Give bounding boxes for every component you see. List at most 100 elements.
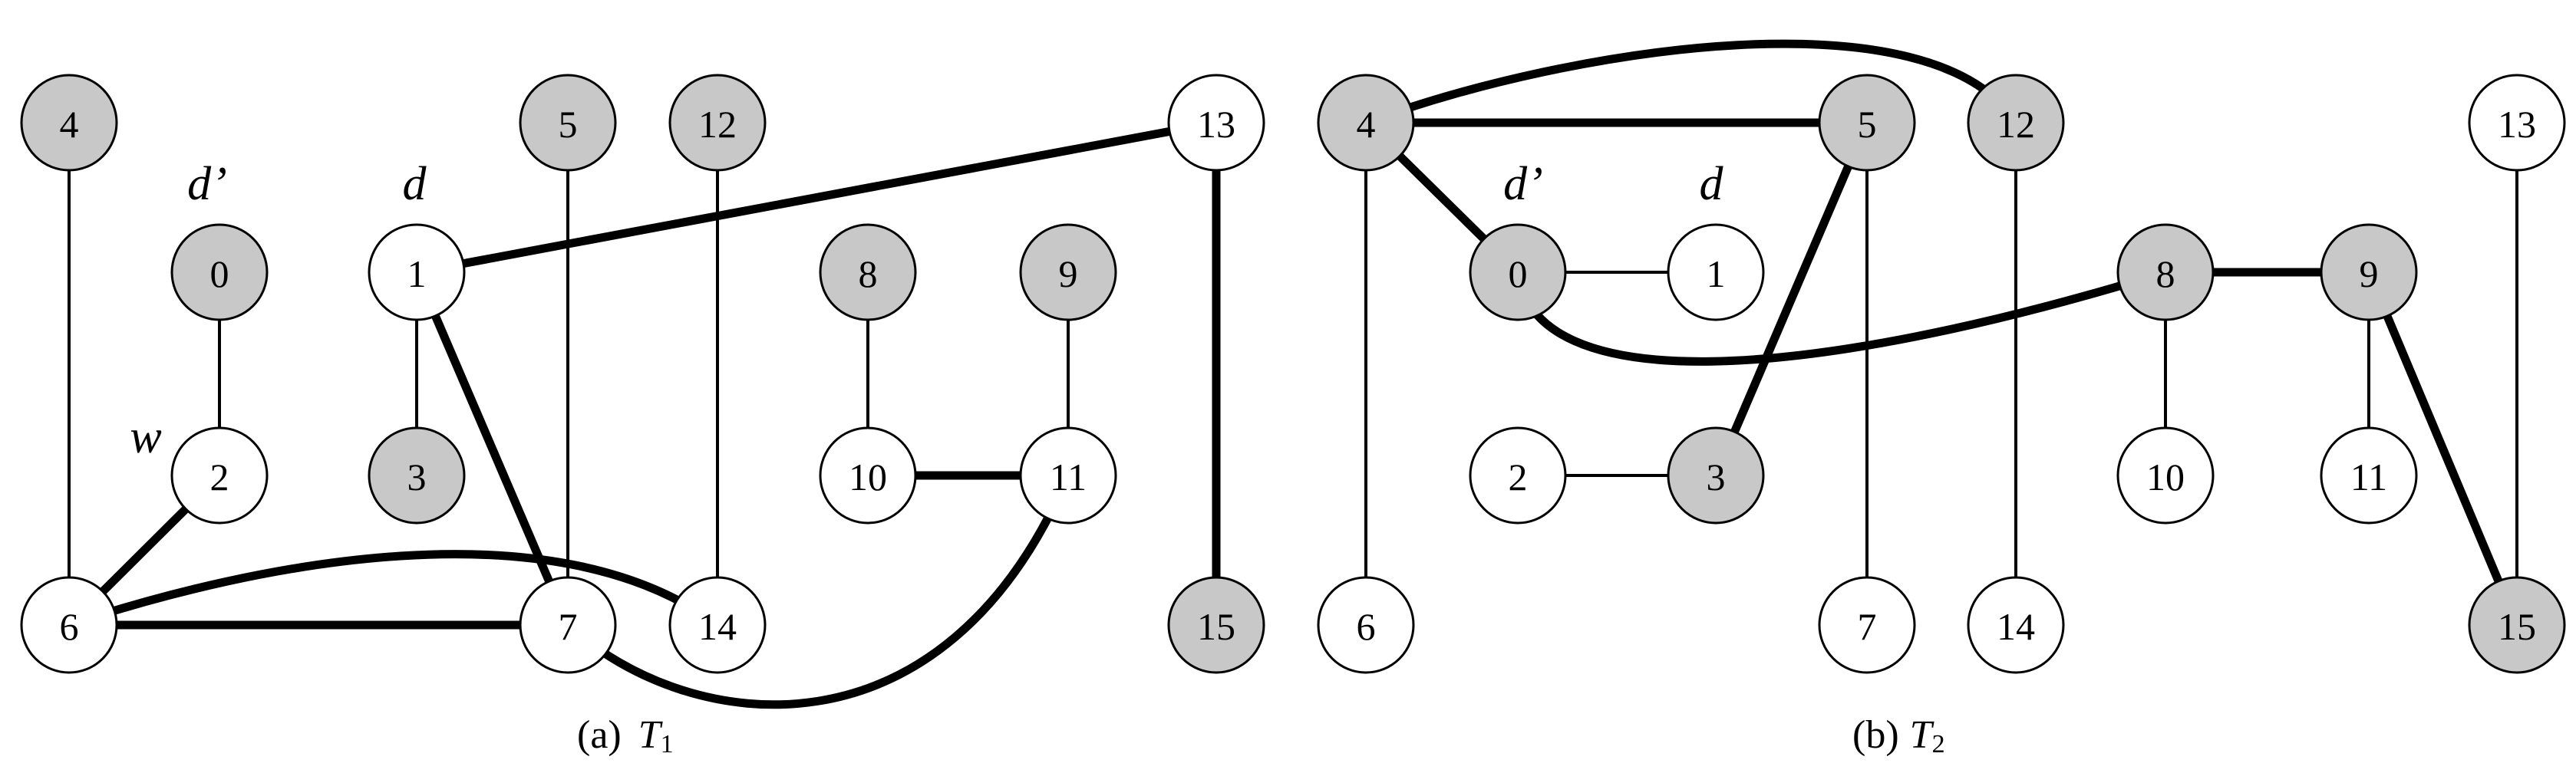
- node-label: 10: [849, 456, 887, 498]
- node-label: 15: [1197, 605, 1235, 648]
- node-label: 11: [2350, 456, 2387, 498]
- node-label: 5: [559, 103, 578, 146]
- node-label: 13: [2498, 103, 2536, 146]
- node-label: 14: [698, 605, 737, 648]
- node-circle: [1967, 74, 2065, 172]
- node-label: 0: [210, 252, 229, 295]
- node-label: 1: [1707, 252, 1726, 295]
- edge-a-6-14: [64, 550, 722, 630]
- node-label: 7: [559, 605, 578, 648]
- node-circle: [1469, 426, 1567, 525]
- vertex-annotation-b-0: d’: [1503, 158, 1543, 210]
- node-b-1: 1: [1667, 223, 1765, 321]
- node-circle: [1317, 576, 1415, 674]
- node-circle: [1818, 74, 1916, 172]
- node-b-4: 4: [1317, 74, 1415, 172]
- node-circle: [2468, 74, 2566, 172]
- node-b-11: 11: [2320, 426, 2418, 525]
- edge-a-1-7: [412, 268, 572, 630]
- node-circle: [1167, 74, 1265, 172]
- node-circle: [819, 426, 917, 525]
- node-label: 4: [60, 103, 79, 146]
- labels-layer: d’dwd’d: [130, 158, 1723, 463]
- node-b-9: 9: [2320, 223, 2418, 321]
- node-circle: [20, 74, 118, 172]
- node-circle: [1019, 426, 1117, 525]
- edge-a-7-11: [563, 471, 1073, 709]
- caption-b-var: T: [1910, 713, 1934, 757]
- node-a-0: 0: [170, 223, 269, 321]
- caption-a: (a) T1: [577, 713, 674, 758]
- node-a-14: 14: [668, 576, 767, 674]
- node-a-5: 5: [519, 74, 617, 172]
- node-label: 0: [1509, 252, 1528, 295]
- caption-b: (b)T2: [1852, 713, 1945, 758]
- edge-b-0-8: [1513, 268, 2170, 366]
- caption-a-var: T: [638, 713, 663, 757]
- node-a-4: 4: [20, 74, 118, 172]
- node-a-3: 3: [368, 426, 466, 525]
- node-b-3: 3: [1667, 426, 1765, 525]
- node-label: 3: [407, 456, 427, 498]
- node-circle: [368, 426, 466, 525]
- node-a-7: 7: [519, 576, 617, 674]
- node-label: 2: [1509, 456, 1528, 498]
- node-circle: [1167, 576, 1265, 674]
- node-circle: [1317, 74, 1415, 172]
- node-circle: [20, 576, 118, 674]
- node-label: 12: [698, 103, 737, 146]
- node-circle: [668, 576, 767, 674]
- node-a-1: 1: [368, 223, 466, 321]
- vertex-annotation-a-1: d: [403, 158, 427, 210]
- node-b-5: 5: [1818, 74, 1916, 172]
- caption-a-prefix: (a): [577, 713, 622, 757]
- node-b-6: 6: [1317, 576, 1415, 674]
- node-b-12: 12: [1967, 74, 2065, 172]
- node-label: 9: [2360, 252, 2379, 295]
- node-a-6: 6: [20, 576, 118, 674]
- edge-a-1-13: [412, 118, 1221, 277]
- node-circle: [2116, 426, 2215, 525]
- node-b-14: 14: [1967, 576, 2065, 674]
- node-b-10: 10: [2116, 426, 2215, 525]
- node-circle: [519, 74, 617, 172]
- caption-a-sub: 1: [661, 730, 674, 758]
- vertex-annotation-b-1: d: [1700, 158, 1724, 210]
- node-label: 6: [60, 605, 79, 648]
- node-label: 8: [2156, 252, 2175, 295]
- node-circle: [819, 223, 917, 321]
- node-a-8: 8: [819, 223, 917, 321]
- node-circle: [170, 223, 269, 321]
- node-circle: [2116, 223, 2215, 321]
- edge-b-5-3: [1711, 118, 1872, 480]
- node-circle: [368, 223, 466, 321]
- node-circle: [1667, 223, 1765, 321]
- node-circle: [1469, 223, 1567, 321]
- node-b-7: 7: [1818, 576, 1916, 674]
- node-label: 6: [1357, 605, 1376, 648]
- node-label: 12: [1997, 103, 2035, 146]
- node-a-15: 15: [1167, 576, 1265, 674]
- node-a-2: 2: [170, 426, 269, 525]
- node-label: 7: [1858, 605, 1877, 648]
- caption-b-prefix: (b): [1852, 713, 1899, 757]
- node-a-11: 11: [1019, 426, 1117, 525]
- edges-layer: [64, 39, 2522, 709]
- node-label: 14: [1997, 605, 2035, 648]
- node-circle: [668, 74, 767, 172]
- node-label: 9: [1059, 252, 1078, 295]
- vertex-annotation-a-2: w: [130, 411, 161, 463]
- node-circle: [2320, 223, 2418, 321]
- node-a-12: 12: [668, 74, 767, 172]
- node-circle: [1667, 426, 1765, 525]
- node-circle: [1818, 576, 1916, 674]
- node-b-0: 0: [1469, 223, 1567, 321]
- caption-b-sub: 2: [1932, 730, 1945, 758]
- node-label: 15: [2498, 605, 2536, 648]
- node-circle: [2468, 576, 2566, 674]
- node-a-13: 13: [1167, 74, 1265, 172]
- node-label: 4: [1357, 103, 1376, 146]
- edge-b-9-15: [2364, 268, 2522, 630]
